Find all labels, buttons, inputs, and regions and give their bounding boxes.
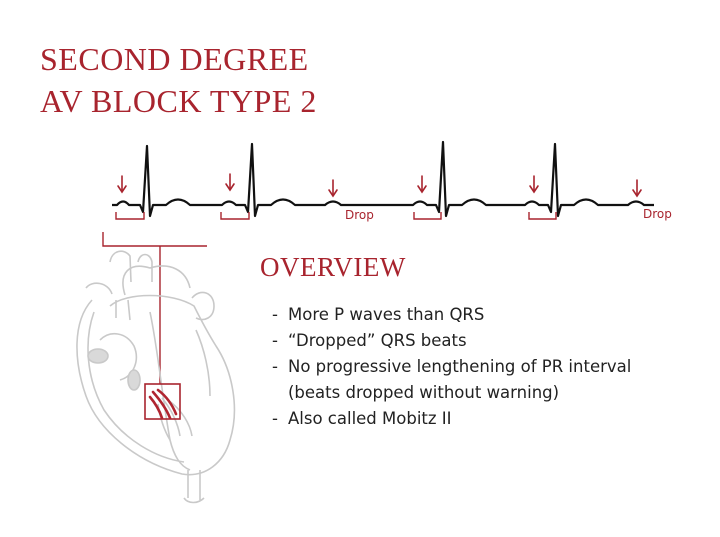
pr-bracket [413, 212, 442, 220]
bullet-dash: - [272, 409, 278, 428]
pr-bracket [115, 212, 145, 220]
bullet-dash: - [272, 331, 278, 350]
bullet-text: Also called Mobitz II [288, 409, 452, 428]
p-wave-arrows [117, 173, 642, 198]
connector-lines [102, 232, 207, 384]
arrow-icon [225, 173, 235, 192]
pr-bracket [220, 212, 250, 220]
bullet-subtext: (beats dropped without warning) [288, 383, 560, 402]
title-line-1: SECOND DEGREE [40, 41, 309, 77]
drop-label: Drop [643, 207, 672, 221]
bullet-text: No progressive lengthening of PR interva… [288, 357, 632, 376]
bullet-item: -“Dropped” QRS beats [272, 328, 631, 354]
slide-title: SECOND DEGREE AV BLOCK TYPE 2 [40, 38, 317, 122]
overview-bullet-list: -More P waves than QRS -“Dropped” QRS be… [272, 302, 631, 432]
arrow-icon [529, 175, 539, 194]
bundle-branch-paths [148, 388, 178, 420]
drop-label: Drop [345, 208, 374, 222]
pr-bracket [528, 212, 557, 220]
bullet-text: More P waves than QRS [288, 305, 485, 324]
arrow-icon [328, 179, 338, 198]
arrow-icon [117, 175, 127, 194]
heart-illustration [76, 250, 236, 504]
arrow-icon [417, 175, 427, 194]
bullet-item: -No progressive lengthening of PR interv… [272, 354, 631, 380]
bullet-text: “Dropped” QRS beats [288, 331, 467, 350]
pr-interval-brackets [115, 212, 557, 220]
title-line-2: AV BLOCK TYPE 2 [40, 83, 317, 119]
bullet-item: -More P waves than QRS [272, 302, 631, 328]
ecg-trace [112, 140, 654, 218]
bullet-dash: - [272, 357, 278, 376]
overview-heading: OVERVIEW [260, 252, 406, 282]
bullet-item: -Also called Mobitz II [272, 406, 631, 432]
bullet-dash: - [272, 305, 278, 324]
arrow-icon [632, 179, 642, 198]
